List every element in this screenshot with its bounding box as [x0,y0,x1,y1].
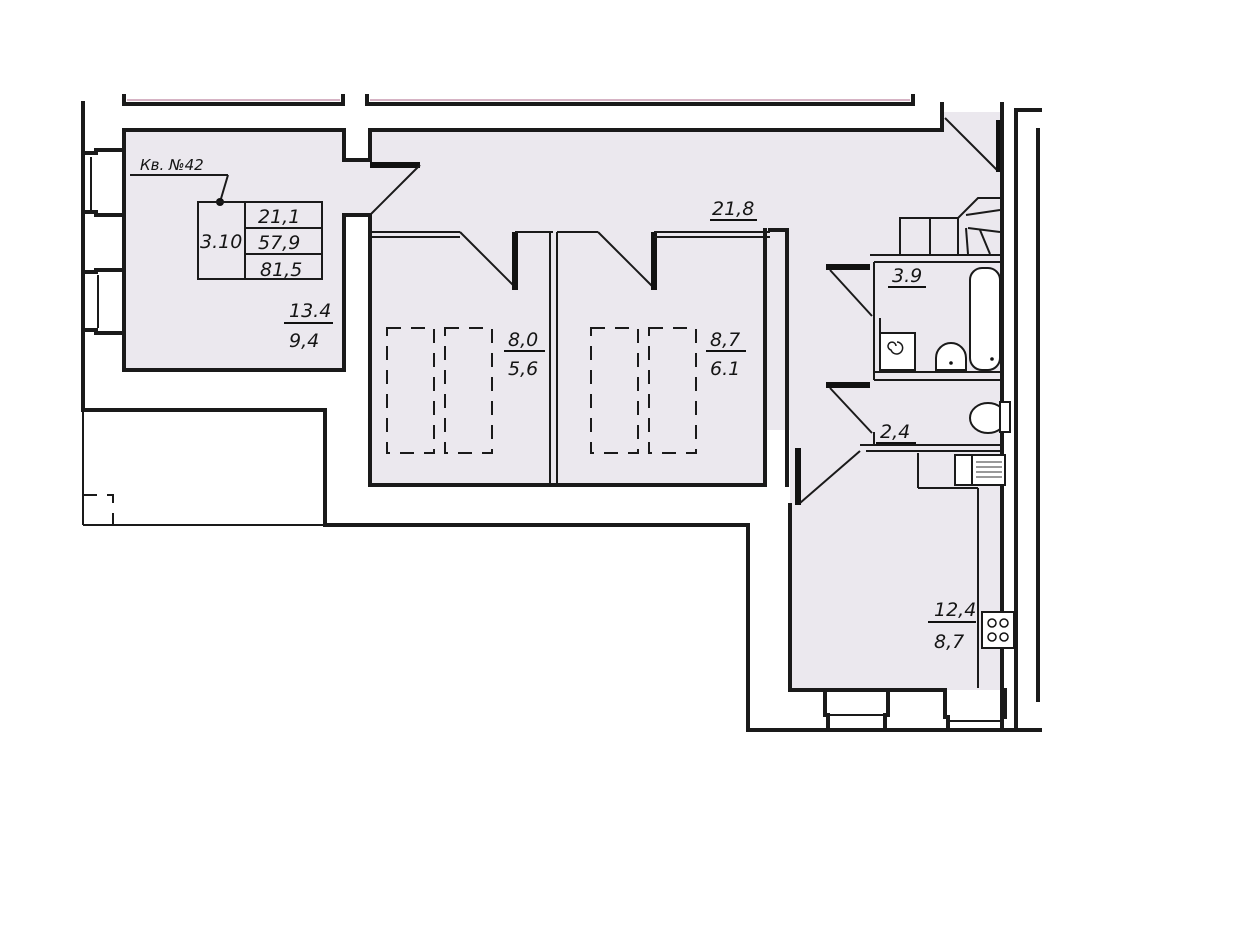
room-left-area-living: 9,4 [289,330,319,352]
kitchen-area-total: 12,4 [934,599,976,621]
room-labels: 13.4 9,4 8,0 5,6 8,7 6.1 21,8 3.9 2,4 12… [284,198,976,653]
bedroom-1-walls [368,213,767,487]
stove-icon [981,611,1015,649]
bedroom-2-walls [557,228,789,487]
room-left-walls [81,128,750,527]
washing-machine-icon [879,332,916,371]
sink-icon [935,342,967,371]
bedroom-1-area-total: 8,0 [508,329,538,351]
kitchen-area-living: 8,7 [934,631,964,653]
bedroom-1-area-living: 5,6 [508,358,538,380]
apartment-stamp: Кв. №42 3.10 21,1 57,9 81,5 [130,156,323,281]
bedroom-2-area-total: 8,7 [710,329,740,351]
floor-fills [124,112,1002,690]
bathtub-icon [969,267,1001,371]
bathroom-area-total: 3.9 [892,265,922,287]
stamp-total-area: 57,9 [258,232,300,254]
stamp-total-area-balcony: 81,5 [260,259,302,281]
apartment-label: Кв. №42 [140,156,204,174]
stamp-living-area: 21,1 [258,206,300,228]
room-left-area-total: 13.4 [289,300,331,322]
stamp-code: 3.10 [200,231,242,253]
left-facade [81,101,126,525]
hall-area-total: 21,8 [712,198,754,220]
bedroom-2-area-living: 6.1 [710,358,740,380]
toilet-area-total: 2,4 [880,421,910,443]
kitchen-sink-icon [954,454,1006,486]
kitchen-walls [746,448,1042,732]
bathroom-block [826,197,1011,452]
top-facade [122,94,915,106]
